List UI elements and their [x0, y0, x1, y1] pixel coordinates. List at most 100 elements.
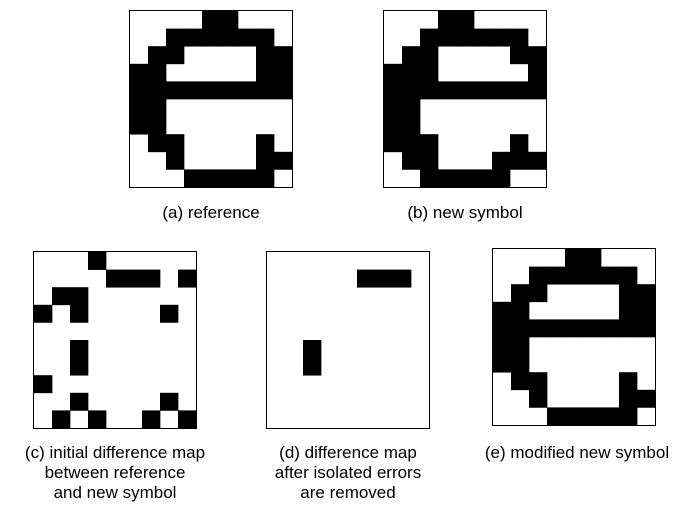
- pixel-e-r2-c2: [529, 284, 548, 303]
- pixel-e-r9-c4: [565, 407, 584, 425]
- pixel-a-r0-c4: [202, 11, 221, 29]
- pixel-b-r7-c7: [510, 134, 529, 153]
- pixel-a-r9-c3: [184, 169, 203, 187]
- pixel-e-r2-c8: [637, 284, 655, 303]
- pixel-a-r6-c0: [130, 116, 149, 135]
- pixel-a-r3-c8: [274, 63, 292, 82]
- pixel-a-r4-c4: [202, 81, 221, 100]
- pixel-e-r4-c5: [583, 319, 602, 338]
- pixel-d-r1-c6: [375, 269, 394, 288]
- caption-a-line-1: (a) reference: [162, 203, 260, 222]
- pixel-a-r2-c2: [166, 46, 185, 65]
- pixel-a-r7-c2: [166, 134, 185, 153]
- pixel-b-r2-c2: [420, 46, 439, 65]
- pixel-b-r4-c6: [492, 81, 511, 100]
- pixel-a-r2-c8: [274, 46, 292, 65]
- pixel-c-r7-c0: [34, 375, 53, 394]
- panel-b-new-symbol: [383, 10, 547, 188]
- pixel-c-r3-c7: [160, 304, 179, 323]
- caption-d-line-3: are removed: [300, 483, 396, 502]
- pixel-b-r3-c0: [384, 63, 403, 82]
- pixel-e-r9-c5: [583, 407, 602, 425]
- pixel-e-r1-c7: [619, 266, 638, 285]
- pixel-b-r1-c2: [420, 28, 439, 47]
- pixel-e-r7-c7: [619, 372, 638, 391]
- pixel-b-r3-c8: [528, 63, 546, 82]
- pixel-c-r3-c2: [70, 304, 89, 323]
- pixel-c-r8-c2: [70, 392, 89, 411]
- pixel-b-r6-c1: [402, 116, 421, 135]
- pixel-b-r2-c8: [528, 46, 546, 65]
- pixel-e-r5-c1: [511, 337, 530, 355]
- pixel-c-r1-c6: [142, 269, 161, 288]
- pixel-b-r5-c1: [402, 99, 421, 117]
- pixel-c-r5-c2: [70, 340, 89, 358]
- panel-d-filtered-difference: [266, 251, 430, 429]
- pixel-b-r1-c5: [474, 28, 493, 47]
- pixel-c-r2-c1: [52, 287, 71, 306]
- pixel-e-r0-c4: [565, 249, 584, 267]
- pixel-e-r3-c8: [637, 301, 655, 320]
- caption-c-line-1: (c) initial difference map: [24, 443, 206, 462]
- pixel-a-r9-c7: [256, 169, 275, 187]
- pixel-b-r1-c6: [492, 28, 511, 47]
- pixel-e-r3-c0: [493, 301, 512, 320]
- pixel-a-r4-c3: [184, 81, 203, 100]
- pixel-a-r3-c1: [148, 63, 167, 82]
- panel-e-bitmap: [493, 249, 655, 425]
- pixel-b-r4-c1: [402, 81, 421, 100]
- panel-a-reference: [129, 10, 293, 188]
- caption-c-line-2: between reference: [44, 463, 186, 482]
- pixel-b-r8-c7: [510, 151, 529, 170]
- pixel-c-r1-c5: [124, 269, 143, 288]
- pixel-b-r4-c2: [420, 81, 439, 100]
- pixel-a-r2-c7: [256, 46, 275, 65]
- pixel-c-r1-c8: [178, 269, 196, 288]
- pixel-b-r3-c2: [420, 63, 439, 82]
- pixel-e-r8-c8: [637, 389, 655, 408]
- pixel-d-r5-c2: [303, 340, 322, 358]
- pixel-e-r7-c1: [511, 372, 530, 391]
- panel-c-initial-difference: [33, 251, 197, 429]
- pixel-c-r1-c4: [106, 269, 125, 288]
- pixel-a-r1-c5: [220, 28, 239, 47]
- pixel-b-r9-c3: [438, 169, 457, 187]
- pixel-a-r5-c1: [148, 99, 167, 117]
- caption-d-line-2: after isolated errors: [274, 463, 422, 482]
- pixel-b-r8-c8: [528, 151, 546, 170]
- panel-b-bitmap: [384, 11, 546, 187]
- pixel-a-r1-c3: [184, 28, 203, 47]
- pixel-c-r2-c2: [70, 287, 89, 306]
- pixel-b-r9-c5: [474, 169, 493, 187]
- pixel-b-r2-c7: [510, 46, 529, 65]
- caption-c-line-3: and new symbol: [53, 483, 177, 502]
- pixel-b-r1-c7: [510, 28, 529, 47]
- pixel-b-r9-c2: [420, 169, 439, 187]
- pixel-d-r1-c5: [357, 269, 376, 288]
- pixel-e-r9-c7: [619, 407, 638, 425]
- pixel-e-r8-c2: [529, 389, 548, 408]
- pixel-c-r9-c8: [178, 410, 196, 428]
- pixel-b-r9-c6: [492, 169, 511, 187]
- pixel-a-r3-c0: [130, 63, 149, 82]
- pixel-e-r4-c6: [601, 319, 620, 338]
- pixel-a-r1-c7: [256, 28, 275, 47]
- pixel-c-r9-c3: [88, 410, 107, 428]
- pixel-a-r8-c2: [166, 151, 185, 170]
- caption-b-line-1: (b) new symbol: [407, 203, 523, 222]
- pixel-b-r4-c4: [456, 81, 475, 100]
- pixel-b-r4-c0: [384, 81, 403, 100]
- pixel-b-r1-c3: [438, 28, 457, 47]
- pixel-d-r6-c2: [303, 357, 322, 376]
- pixel-a-r5-c0: [130, 99, 149, 117]
- pixel-b-r7-c0: [384, 134, 403, 153]
- pixel-e-r9-c6: [601, 407, 620, 425]
- pixel-e-r4-c8: [637, 319, 655, 338]
- pixel-b-r0-c3: [438, 11, 457, 29]
- pixel-a-r1-c4: [202, 28, 221, 47]
- pixel-a-r9-c4: [202, 169, 221, 187]
- pixel-a-r4-c7: [256, 81, 275, 100]
- pixel-b-r1-c4: [456, 28, 475, 47]
- pixel-e-r1-c2: [529, 266, 548, 285]
